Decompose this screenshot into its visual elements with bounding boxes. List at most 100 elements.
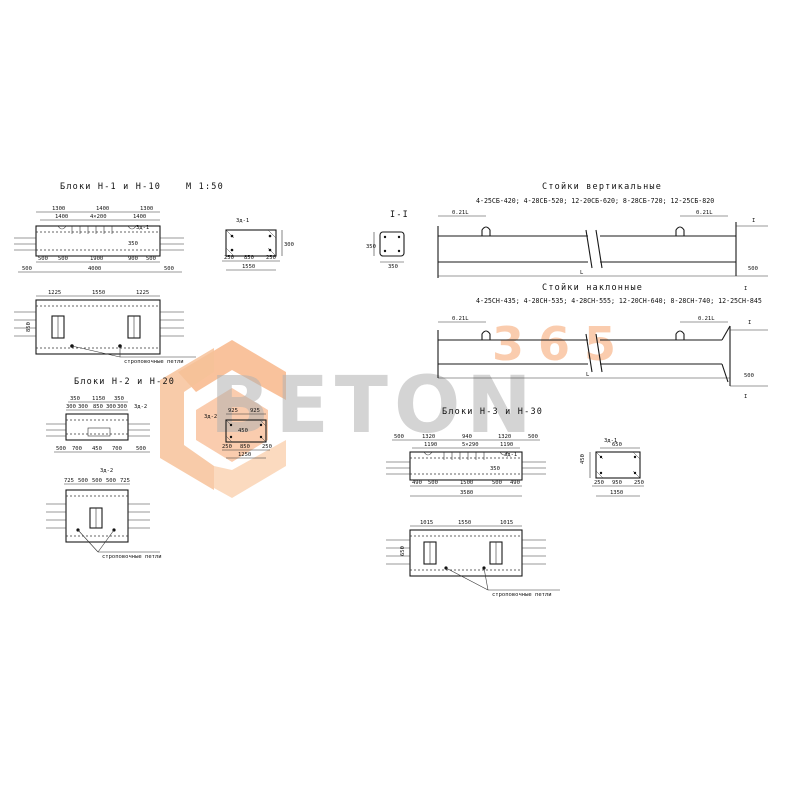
- mark-label: Зд-1: [504, 452, 517, 458]
- sling-label-n2: строповочные петли: [102, 554, 162, 560]
- dim: 500: [58, 256, 68, 262]
- dim: 300: [78, 404, 88, 410]
- dim: 500: [394, 434, 404, 440]
- dim: 1015: [500, 520, 513, 526]
- watermark-brand: BETON: [210, 361, 538, 451]
- dim: 850: [93, 404, 103, 410]
- dim: 1190: [424, 442, 437, 448]
- title-inclined: Стойки наклонные: [542, 283, 643, 293]
- n2-elevation: 350 1150 350 300 300 850 300 300 Зд-2 50…: [46, 396, 150, 453]
- dim: 500: [106, 478, 116, 484]
- dim: 350: [490, 466, 500, 472]
- watermark-logo: BETON 365: [160, 317, 630, 498]
- n3-section: Зд-1 650 450 250 950 250 1350: [580, 438, 644, 497]
- dim: 1550: [458, 520, 471, 526]
- dim: 250: [594, 480, 604, 486]
- mark-label: Зд-2: [204, 414, 217, 420]
- dim: 300: [117, 404, 127, 410]
- mark-label: Зд-2: [100, 468, 113, 474]
- dim: 350: [114, 396, 124, 402]
- dim: 700: [72, 446, 82, 452]
- dim: 350: [366, 244, 376, 250]
- dim: 500: [56, 446, 66, 452]
- dim: 950: [612, 480, 622, 486]
- dim: 250: [224, 255, 234, 261]
- dim: 1225: [136, 290, 149, 296]
- dim: 700: [112, 446, 122, 452]
- dim: 1500: [460, 480, 473, 486]
- dim: 650: [612, 442, 622, 448]
- dim: 900: [128, 256, 138, 262]
- sling-label-n1: строповочные петли: [124, 359, 184, 365]
- post-vertical: 0.21L 0.21L I I L 500: [437, 210, 768, 292]
- cut-mark: I: [752, 218, 755, 224]
- title-n2: Блоки Н-2 и Н-20: [74, 377, 175, 387]
- cut-mark: I: [744, 286, 747, 292]
- posts-vertical-group: Стойки вертикальные 4-25СБ-420; 4-28СБ-5…: [366, 182, 768, 292]
- dim: 850: [26, 322, 32, 332]
- dim: 1900: [90, 256, 103, 262]
- n2-plan: Зд-2 725 500 500 500 725 строповочные пе…: [46, 468, 162, 560]
- dim: 1250: [238, 452, 251, 458]
- dim: 490: [510, 480, 520, 486]
- dim: 250: [262, 444, 272, 450]
- dim: 250: [222, 444, 232, 450]
- posts-inclined-group: Стойки наклонные 4-25СН-435; 4-28СН-535;…: [437, 283, 768, 400]
- block-n3-group: Блоки Н-3 и Н-30 500 1320 940 1320 500 1…: [386, 407, 644, 598]
- cut-mark: I: [744, 394, 747, 400]
- section-mark: I-I: [390, 210, 409, 220]
- dim: 925: [228, 408, 238, 414]
- mark-label: Зд-1: [604, 438, 617, 444]
- dim: 500: [164, 266, 174, 272]
- dim: 450: [92, 446, 102, 452]
- sub-vertical: 4-25СБ-420; 4-28СБ-520; 12-20СБ-620; 8-2…: [476, 197, 714, 205]
- dim: L: [586, 372, 590, 378]
- title-vertical: Стойки вертикальные: [542, 182, 662, 192]
- dim: L: [580, 270, 584, 276]
- dim: 1350: [610, 490, 623, 496]
- mark-label: Зд-1: [236, 218, 249, 224]
- n3-elevation: 500 1320 940 1320 500 1190 5×290 1190 Зд…: [386, 434, 546, 497]
- dim: 300: [106, 404, 116, 410]
- dim: 5×290: [462, 442, 479, 448]
- dim: 1320: [422, 434, 435, 440]
- n1-plan: 1225 1550 1225 850 строповочные петли: [14, 290, 196, 365]
- dim: 1190: [500, 442, 513, 448]
- cut-mark: I: [748, 320, 751, 326]
- mark-label: Зд-2: [134, 404, 147, 410]
- dim: 500: [78, 478, 88, 484]
- dim: 300: [66, 404, 76, 410]
- sub-inclined: 4-25СН-435; 4-28СН-535; 4-28СН-555; 12-2…: [476, 297, 762, 305]
- dim: 1320: [498, 434, 511, 440]
- dim: 0.21L: [696, 210, 713, 216]
- scale-label: М 1:50: [186, 182, 224, 192]
- post-section: I-I 350 350: [366, 210, 409, 270]
- dim: 500: [22, 266, 32, 272]
- dim: 0.21L: [452, 210, 469, 216]
- dim: 4×200: [90, 214, 107, 220]
- dim: 500: [528, 434, 538, 440]
- dim: 1400: [55, 214, 68, 220]
- watermark-number: 365: [492, 317, 630, 371]
- dim: 250: [634, 480, 644, 486]
- dim: 350: [70, 396, 80, 402]
- dim: 1550: [242, 264, 255, 270]
- dim: 500: [428, 480, 438, 486]
- dim: 500: [38, 256, 48, 262]
- n3-plan: 1015 1550 1015 650 строповочные петли: [386, 520, 560, 598]
- dim: 725: [64, 478, 74, 484]
- dim: 500: [146, 256, 156, 262]
- post-inclined: 0.21L 0.21L I I L 500: [437, 316, 768, 400]
- dim: 3580: [460, 490, 473, 496]
- dim: 300: [284, 242, 294, 248]
- dim: 500: [492, 480, 502, 486]
- dim: 650: [400, 546, 406, 556]
- dim: 500: [136, 446, 146, 452]
- dim: 925: [250, 408, 260, 414]
- sling-label-n3: строповочные петли: [492, 592, 552, 598]
- block-n2-group: Блоки Н-2 и Н-20 350 1150 350 300 300 85…: [46, 377, 272, 560]
- dim: 450: [238, 428, 248, 434]
- dim: 850: [244, 255, 254, 261]
- dim: 500: [748, 266, 758, 272]
